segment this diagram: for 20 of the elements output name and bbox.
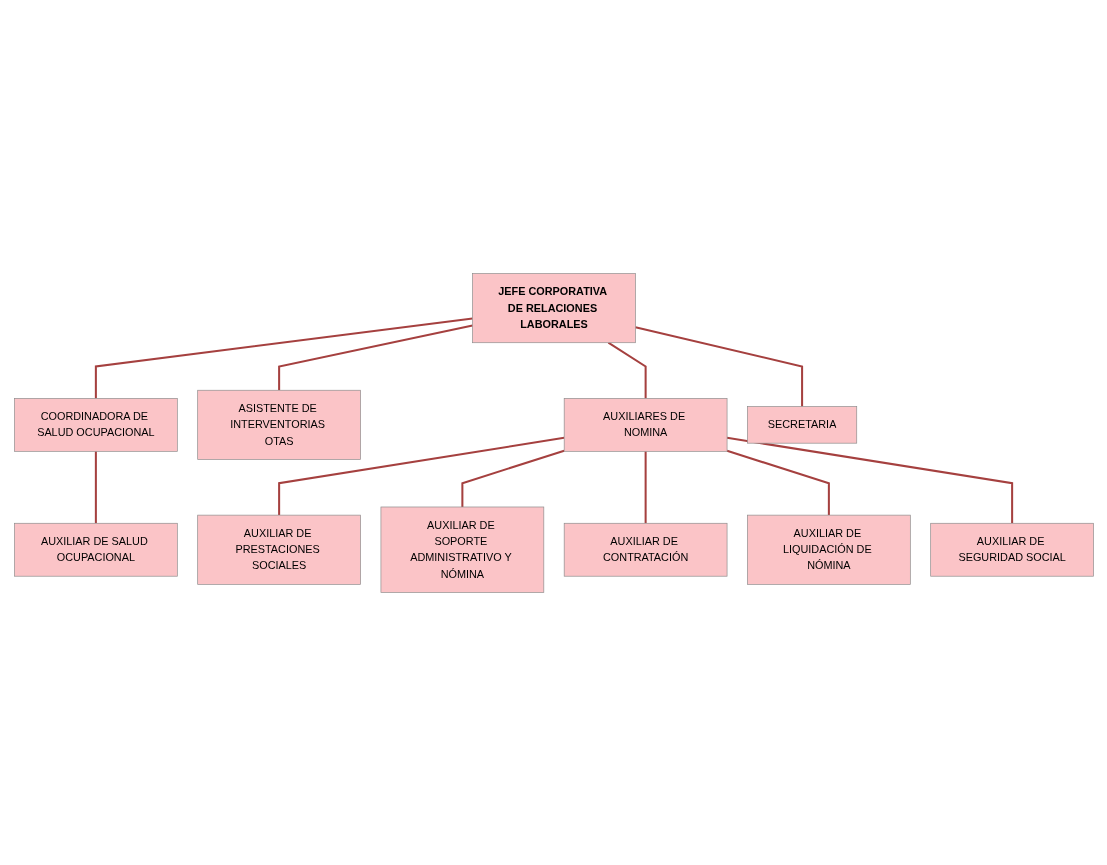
node-box: AUXILIAR DE CONTRATACIÓN [563,522,727,577]
connector [94,317,473,398]
connector [277,436,564,515]
node-box: AUXILIAR DE LIQUIDACIÓN DE NÓMINA [746,514,911,585]
node-box: COORDINADORA DE SALUD OCUPACIONAL [13,397,178,452]
node-box: AUXILIAR DE SOPORTE ADMINISTRATIVO Y NÓMINA [380,506,544,593]
node-box: AUXILIAR DE SALUD OCUPACIONAL [13,522,178,577]
connector [460,449,564,507]
connector [277,323,473,390]
connector [94,450,97,523]
node-box: ASISTENTE DE INTERVENTORIAS OTAS [196,389,361,460]
connector [634,325,803,407]
connector [726,436,1013,523]
node-box: JEFE CORPORATIVA DE RELACIONES LABORALES [471,272,636,343]
node-box: AUXILIAR DE PRESTACIONES SOCIALES [196,514,361,585]
node-box: AUXILIAR DE SEGURIDAD SOCIAL [929,522,1094,577]
node-box: SECRETARIA [746,405,857,443]
node-box: AUXILIARES DE NOMINA [563,397,727,452]
connector [726,449,830,515]
connector [644,450,647,523]
